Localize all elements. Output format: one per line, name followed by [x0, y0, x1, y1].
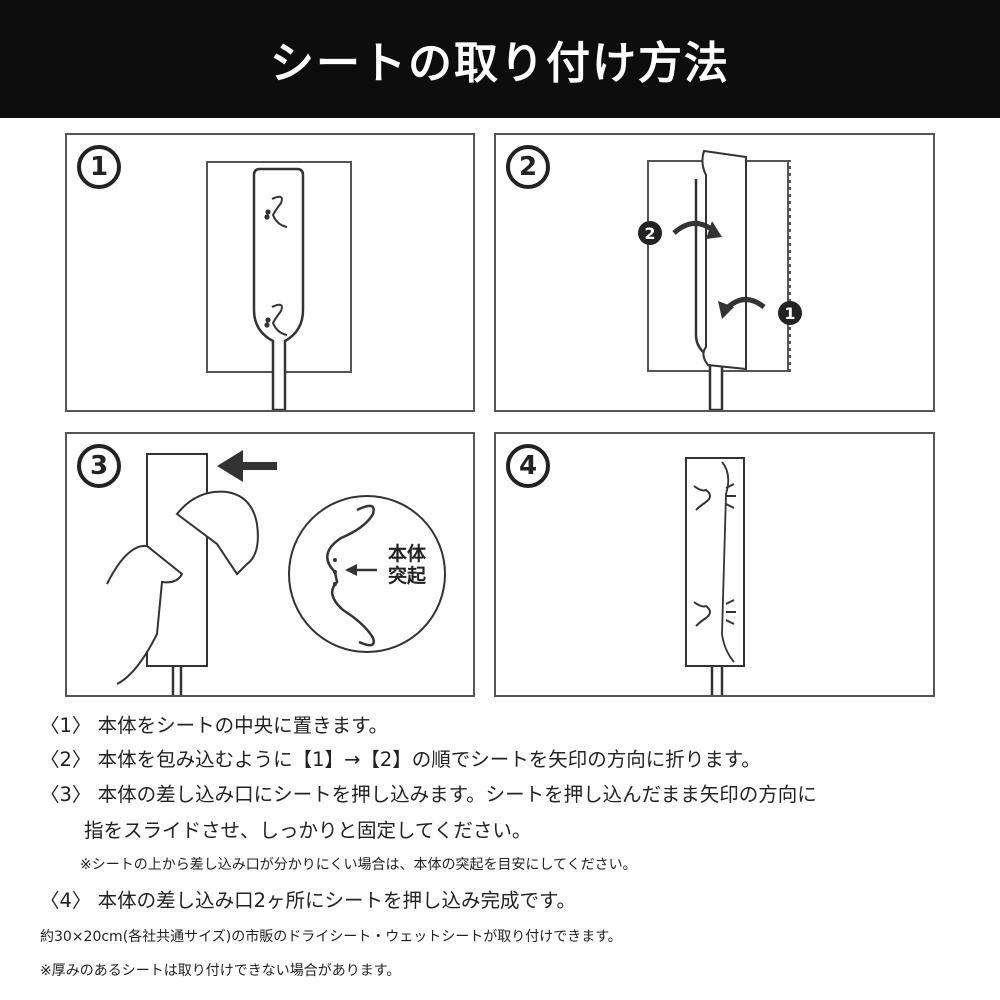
step-3-illustration: [106, 450, 446, 695]
step-4-badge: 4: [506, 444, 550, 488]
mop-head: [252, 167, 305, 410]
step-2-illustration: 2 1: [638, 149, 802, 410]
page-title: シートの取り付け方法: [270, 38, 730, 89]
insertion-slot-bottom: [264, 303, 288, 336]
step-2-panel: 2 2 1: [494, 133, 935, 412]
title-banner: シートの取り付け方法: [0, 0, 1000, 118]
arrow-1-marker-label: 1: [784, 304, 795, 323]
step-1-illustration: [206, 161, 352, 410]
mop-handle: [710, 666, 724, 695]
instruction-step-3: 〈3〉 本体の差し込み口にシートを押し込みます。シートを押し込んだまま矢印の方向…: [40, 783, 817, 806]
instruction-step-1: 〈1〉 本体をシートの中央に置きます。: [40, 714, 389, 737]
unfolded-edge-guide: [745, 160, 791, 372]
step-2-badge: 2: [506, 145, 550, 189]
thick-sheet-warning: ※厚みのあるシートは取り付けできない場合があります。: [40, 963, 401, 979]
step-4-illustration: [685, 457, 745, 695]
arrow-1-marker: [778, 301, 802, 325]
arrow-2-marker: [638, 221, 662, 245]
pointer-arrow-icon: [345, 564, 377, 576]
protrusion-callout: 本体 突起: [388, 543, 427, 588]
instruction-step-3-continued: 指をスライドさせ、しっかりと固定してください。: [84, 819, 532, 842]
step-1-badge: 1: [77, 145, 121, 189]
step-4-panel: 4: [494, 432, 935, 697]
holding-hand: [106, 544, 184, 685]
step-1-panel: 1: [65, 133, 475, 412]
instruction-step-4: 〈4〉 本体の差し込み口2ヶ所にシートを押し込み完成です。: [40, 889, 577, 912]
callout-line-2: 突起: [388, 564, 427, 587]
insertion-slot-top: [264, 195, 288, 228]
pressed-slot-bottom: [693, 599, 736, 627]
finger-hand: [175, 490, 259, 576]
finished-sheet: [685, 457, 745, 667]
instruction-step-3-note: ※シートの上から差し込み口が分かりにくい場合は、本体の突起を目安にしてください。: [80, 857, 637, 873]
step-3-badge: 3: [77, 444, 121, 488]
zoom-circle: [288, 495, 446, 653]
pressed-slot-top: [693, 483, 736, 511]
mop-handle: [171, 666, 183, 695]
instruction-step-2: 〈2〉 本体を包み込むように【1】→【2】の順でシートを矢印の方向に折ります。: [40, 748, 761, 771]
folded-sheet: [701, 149, 747, 371]
compatible-sheets-note: 約30×20cm(各社共通サイズ)の市販のドライシート・ウェットシートが取り付け…: [40, 929, 622, 945]
zoomed-slot: [326, 504, 375, 647]
callout-line-1: 本体: [388, 543, 427, 565]
step-3-panel: 3 本体 突起: [65, 432, 475, 697]
slide-arrow-icon: [217, 450, 277, 482]
arrow-2-marker-label: 2: [644, 224, 655, 243]
